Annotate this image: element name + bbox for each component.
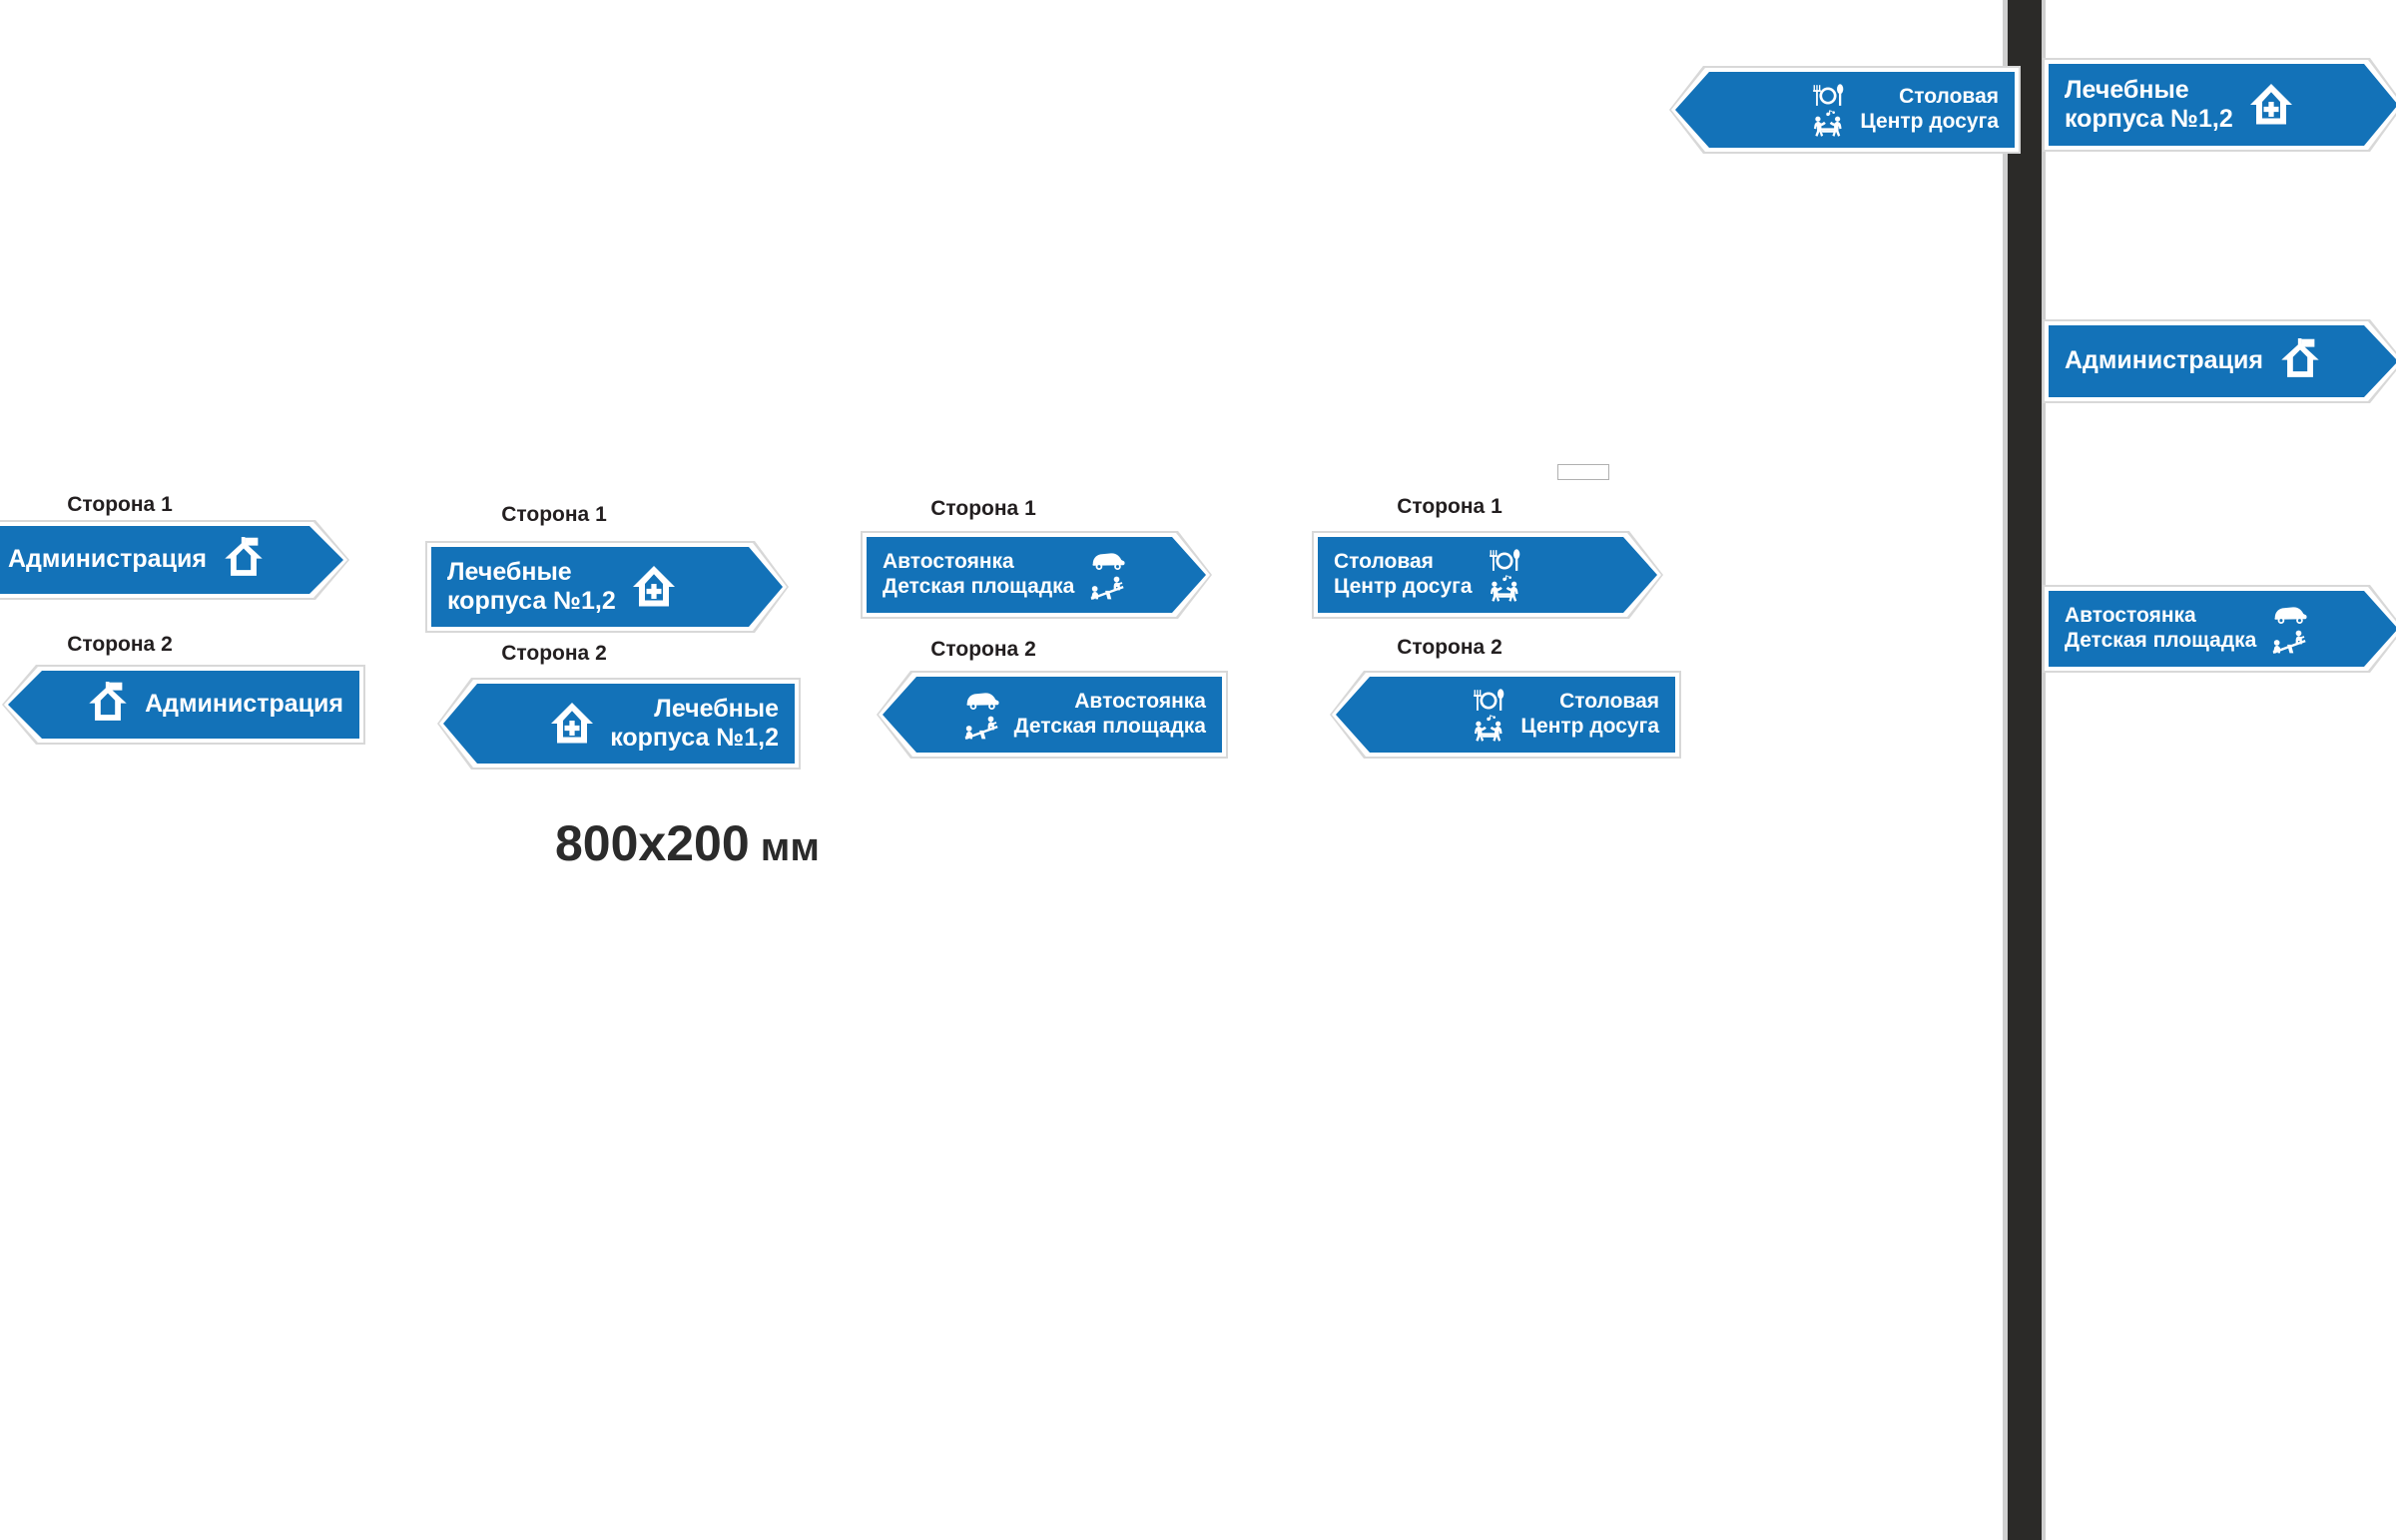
pole-sign-canteen-left-arm[interactable]: Столовая Центр досуга	[1669, 66, 2021, 154]
dimension-unit: мм	[749, 825, 820, 869]
cutlery-plate-icon	[1471, 688, 1506, 714]
group-parking-side1-label: Сторона 1	[930, 497, 1036, 520]
sign-plate	[2049, 591, 2396, 667]
sign-plate	[8, 671, 359, 739]
sign-line: Столовая	[1334, 550, 1434, 574]
sign-line: корпуса №1,2	[610, 724, 779, 752]
sign-plate	[883, 677, 1222, 753]
hospital-house-cross-icon	[548, 700, 596, 748]
seesaw-playground-icon	[962, 714, 1000, 742]
sign-line: Детская площадка	[2065, 629, 2257, 652]
sign-administration-side1[interactable]: Администрация	[0, 526, 343, 594]
sign-plate	[1675, 72, 2015, 148]
sign-line: Детская площадка	[883, 575, 1075, 598]
sign-line: Администрация	[8, 545, 207, 574]
sign-plate	[2049, 64, 2396, 146]
sign-medical-side1[interactable]: Лечебные корпуса №1,2	[431, 547, 783, 627]
hospital-house-cross-icon	[2247, 81, 2295, 129]
dancing-people-icon	[1487, 575, 1522, 603]
administration-house-flag-icon	[221, 537, 267, 583]
sign-line: корпуса №1,2	[2065, 105, 2233, 133]
sign-line: Столовая	[1559, 690, 1659, 714]
car-icon	[1088, 549, 1126, 573]
sign-parking-side1[interactable]: Автостоянка Детская площадка	[867, 537, 1206, 613]
sign-line: Детская площадка	[1013, 715, 1206, 738]
pole-sign-administration-right-arm[interactable]: Администрация	[2049, 325, 2396, 397]
seesaw-playground-icon	[2270, 628, 2308, 656]
sign-line: Центр досуга	[1860, 110, 1999, 133]
sign-line: корпуса №1,2	[447, 587, 616, 615]
group-canteen-side1-label: Сторона 1	[1397, 495, 1502, 518]
sign-medical-side2[interactable]: Лечебные корпуса №1,2	[437, 678, 801, 770]
dancing-people-icon	[1471, 715, 1506, 743]
sign-plate	[1318, 537, 1657, 613]
administration-house-flag-icon	[2277, 338, 2323, 384]
group-administration-side1-label: Сторона 1	[67, 493, 173, 516]
sign-line: Столовая	[1899, 85, 1999, 109]
group-medical-side1-label: Сторона 1	[501, 503, 607, 526]
administration-house-flag-icon	[85, 682, 131, 728]
sign-administration-side2[interactable]: Администрация	[2, 665, 365, 745]
sign-line: Лечебные	[2065, 75, 2189, 104]
seesaw-playground-icon	[1088, 574, 1126, 602]
sign-plate	[867, 537, 1206, 613]
sign-line: Лечебные	[447, 557, 572, 586]
sign-line: Автостоянка	[2065, 604, 2196, 628]
sign-line: Центр досуга	[1520, 715, 1659, 738]
dancing-people-icon	[1810, 110, 1846, 138]
cutlery-plate-icon	[1487, 548, 1522, 574]
signpost-pole	[2008, 0, 2042, 1540]
pole-right-edge	[2042, 0, 2046, 1540]
sign-plate	[443, 684, 795, 764]
sign-plate	[1336, 677, 1675, 753]
car-icon	[962, 689, 1000, 713]
car-icon	[2270, 603, 2308, 627]
sign-line: Администрация	[145, 690, 343, 719]
sign-plate	[2049, 325, 2396, 397]
group-medical-side2-label: Сторона 2	[501, 642, 607, 665]
sign-plate	[431, 547, 783, 627]
sign-line: Администрация	[2065, 346, 2263, 375]
empty-text-box[interactable]	[1557, 464, 1609, 480]
sign-parking-side2[interactable]: Автостоянка Детская площадка	[877, 671, 1228, 759]
sign-canteen-side2[interactable]: Столовая Центр досуга	[1330, 671, 1681, 759]
sign-line: Лечебные	[654, 694, 779, 723]
sign-plate	[0, 526, 343, 594]
pole-sign-medical-right-arm[interactable]: Лечебные корпуса №1,2	[2049, 64, 2396, 146]
group-parking-side2-label: Сторона 2	[930, 638, 1036, 661]
sign-line: Автостоянка	[883, 550, 1014, 574]
sign-line: Центр досуга	[1334, 575, 1473, 598]
pole-left-edge	[2003, 0, 2008, 1540]
dimension-value: 800x200	[555, 815, 750, 871]
pole-sign-parking-right-arm[interactable]: Автостоянка Детская площадка	[2049, 591, 2396, 667]
hospital-house-cross-icon	[630, 563, 678, 611]
group-administration-side2-label: Сторона 2	[67, 633, 173, 656]
group-canteen-side2-label: Сторона 2	[1397, 636, 1502, 659]
dimension-caption: 800x200 мм	[555, 814, 820, 872]
cutlery-plate-icon	[1810, 83, 1846, 109]
sign-canteen-side1[interactable]: Столовая Центр досуга	[1318, 537, 1657, 613]
sign-line: Автостоянка	[1074, 690, 1206, 714]
